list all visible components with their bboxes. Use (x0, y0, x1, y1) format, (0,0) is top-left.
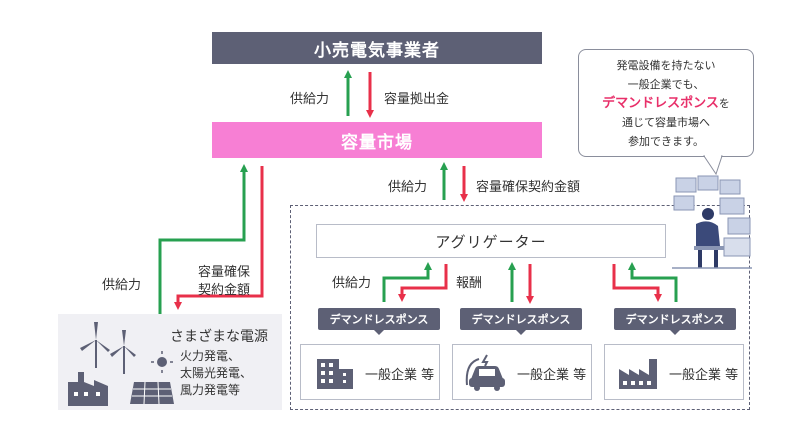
reward-arrow-down (612, 264, 662, 302)
company-box: 一般企業 等 (300, 344, 440, 400)
supply-label: 供給力 (102, 278, 142, 293)
office-building-icon (317, 359, 353, 389)
supply-arrow-up (382, 262, 432, 302)
bubble-line: 通じて容量市場へ (622, 116, 710, 129)
aggregator-label: アグリゲーター (435, 232, 547, 251)
bubble-line: 一般企業でも、 (627, 78, 705, 91)
market-label: 容量市場 (341, 132, 413, 153)
reward-arrow-down (398, 264, 448, 302)
power-plants-icon (68, 322, 174, 406)
sources-list: 火力発電、 太陽光発電、 風力発電等 (180, 349, 253, 397)
capacity-contribution-label: 容量拠出金 (384, 92, 450, 107)
retailer-label: 小売電気事業者 (314, 40, 440, 61)
company-box: 一般企業 等 (452, 344, 592, 400)
factory-icon (619, 359, 657, 389)
bubble-tail (703, 154, 723, 176)
operator-workstation-icon (672, 175, 752, 269)
bubble-highlight-line: デマンドレスポンスを (602, 96, 730, 111)
company-label: 一般企業 等 (517, 367, 587, 383)
retailer-box: 小売電気事業者 (212, 32, 542, 64)
demand-response-label: デマンドレスポンス (614, 308, 736, 335)
bubble-line: 発電設備を持たない (616, 59, 716, 72)
demand-response-label: デマンドレスポンス (460, 308, 582, 335)
capacity-contract-label: 容量確保契約金額 (198, 265, 251, 298)
company-label: 一般企業 等 (669, 367, 739, 383)
supply-label: 供給力 (388, 180, 428, 195)
contract-arrow-down (174, 166, 264, 310)
bubble-line: 参加できます。 (628, 135, 704, 148)
company-label: 一般企業 等 (365, 367, 435, 383)
supply-label: 供給力 (290, 92, 330, 107)
capacity-market-box: 容量市場 (212, 122, 542, 158)
demand-response-label: デマンドレスポンス (318, 308, 440, 335)
info-speech-bubble: 発電設備を持たない 一般企業でも、 デマンドレスポンスを 通じて容量市場へ 参加… (578, 49, 754, 157)
ev-car-icon (465, 354, 505, 391)
reward-label: 報酬 (456, 276, 483, 291)
supply-arrow-up (628, 262, 678, 302)
power-sources-panel: さまざまな電源 火力発電、 太陽光発電、 風力発電等 (58, 314, 282, 410)
sources-title: さまざまな電源 (170, 329, 268, 345)
capacity-contract-label: 容量確保契約金額 (476, 180, 581, 195)
aggregator-group-frame (290, 205, 750, 410)
supply-label: 供給力 (332, 276, 372, 291)
supply-arrow-up (158, 164, 248, 314)
aggregator-box: アグリゲーター (316, 224, 666, 258)
company-box: 一般企業 等 (604, 344, 744, 400)
